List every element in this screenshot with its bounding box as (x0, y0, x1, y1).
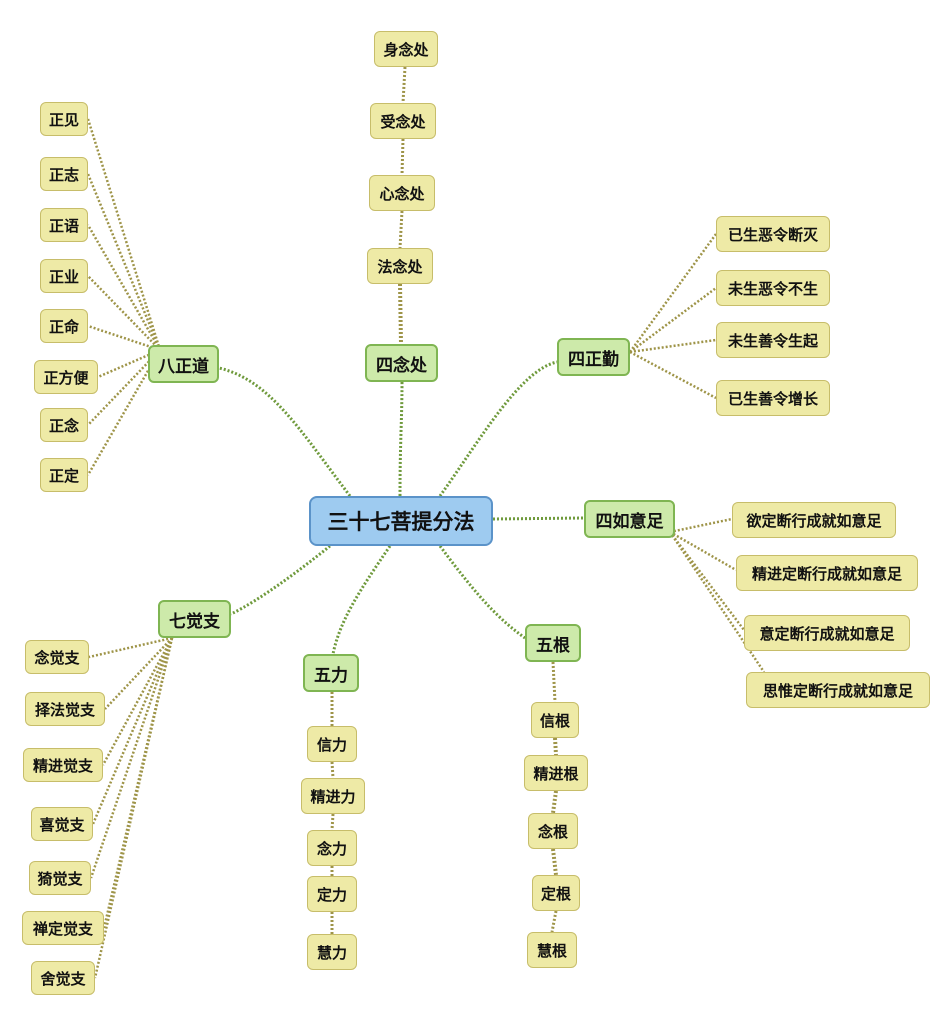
leaf-wugen-3[interactable]: 念根 (528, 813, 578, 849)
leaf-qijuezhi-3[interactable]: 精进觉支 (23, 748, 103, 782)
link-wugen-3 (551, 790, 558, 814)
leaf-siruyizu-3[interactable]: 意定断行成就如意足 (744, 615, 910, 651)
link-siruyizu-3 (669, 531, 745, 631)
leaf-wuli-4[interactable]: 定力 (307, 876, 357, 912)
leaf-bazhengdao-1[interactable]: 正见 (40, 102, 88, 136)
leaf-wuli-3[interactable]: 念力 (307, 830, 357, 866)
link-wuli-2 (330, 761, 335, 779)
link-bazhengdao-2 (86, 173, 162, 351)
leaf-bazhengdao-2[interactable]: 正志 (40, 157, 88, 191)
link-qijuezhi-4 (91, 637, 174, 825)
leaf-qijuezhi-4[interactable]: 喜觉支 (31, 807, 93, 841)
leaf-qijuezhi-7[interactable]: 舍觉支 (31, 961, 95, 995)
leaf-bazhengdao-7[interactable]: 正念 (40, 408, 88, 442)
link-wugen-4 (551, 848, 558, 876)
leaf-sizhengqin-2[interactable]: 未生恶令不生 (716, 270, 830, 306)
branch-qijuezhi[interactable]: 七觉支 (158, 600, 231, 638)
link-root-siruyizu (492, 516, 585, 521)
leaf-sizhengqin-4[interactable]: 已生善令增长 (716, 380, 830, 416)
link-siruyizu-4 (668, 531, 766, 673)
leaf-bazhengdao-4[interactable]: 正业 (40, 259, 88, 293)
link-siruyizu-1 (669, 517, 733, 534)
link-qijuezhi-1 (88, 636, 173, 659)
link-wugen-1 (551, 661, 557, 703)
branch-siruyizu[interactable]: 四如意足 (584, 500, 675, 538)
branch-wuli[interactable]: 五力 (303, 654, 359, 692)
link-sinianchu-3 (398, 210, 404, 249)
leaf-wuli-1[interactable]: 信力 (307, 726, 357, 762)
link-sinianchu-2 (400, 138, 405, 176)
link-siruyizu-2 (669, 530, 737, 572)
leaf-wugen-4[interactable]: 定根 (532, 875, 580, 911)
leaf-qijuezhi-2[interactable]: 择法觉支 (25, 692, 105, 726)
link-qijuezhi-5 (89, 637, 174, 879)
link-bazhengdao-4 (87, 275, 161, 351)
leaf-bazhengdao-5[interactable]: 正命 (40, 309, 88, 343)
leaf-qijuezhi-6[interactable]: 禅定觉支 (22, 911, 104, 945)
leaf-wugen-2[interactable]: 精进根 (524, 755, 588, 791)
link-root-wugen (438, 545, 526, 640)
link-sinianchu-1 (401, 66, 407, 104)
leaf-bazhengdao-3[interactable]: 正语 (40, 208, 88, 242)
link-sinianchu-4 (398, 283, 403, 345)
leaf-sinianchu-2[interactable]: 受念处 (370, 103, 436, 139)
link-bazhengdao-3 (86, 224, 162, 351)
leaf-sizhengqin-3[interactable]: 未生善令生起 (716, 322, 830, 358)
leaf-wugen-5[interactable]: 慧根 (527, 932, 577, 968)
root-node[interactable]: 三十七菩提分法 (309, 496, 493, 546)
leaf-bazhengdao-8[interactable]: 正定 (40, 458, 88, 492)
leaf-siruyizu-4[interactable]: 思惟定断行成就如意足 (746, 672, 930, 708)
link-root-wuli (331, 545, 392, 655)
leaf-wugen-1[interactable]: 信根 (531, 702, 579, 738)
link-root-bazhengdao (218, 366, 352, 497)
branch-sizhengqin[interactable]: 四正勤 (557, 338, 630, 376)
branch-bazhengdao[interactable]: 八正道 (148, 345, 219, 383)
link-root-sinianchu (398, 381, 404, 497)
leaf-sizhengqin-1[interactable]: 已生恶令断灭 (716, 216, 830, 252)
link-bazhengdao-1 (86, 118, 162, 351)
link-sizhengqin-1 (628, 233, 718, 353)
leaf-qijuezhi-1[interactable]: 念觉支 (25, 640, 89, 674)
link-qijuezhi-7 (93, 637, 174, 979)
leaf-sinianchu-4[interactable]: 法念处 (367, 248, 433, 284)
link-wugen-5 (550, 910, 558, 933)
leaf-wuli-2[interactable]: 精进力 (301, 778, 365, 814)
link-qijuezhi-3 (101, 637, 174, 766)
leaf-siruyizu-2[interactable]: 精进定断行成就如意足 (736, 555, 918, 591)
link-sizhengqin-3 (629, 338, 717, 354)
link-root-sizhengqin (438, 360, 558, 497)
leaf-bazhengdao-6[interactable]: 正方便 (34, 360, 98, 394)
link-sizhengqin-2 (629, 286, 717, 354)
leaf-sinianchu-3[interactable]: 心念处 (369, 175, 435, 211)
leaf-wuli-5[interactable]: 慧力 (307, 934, 357, 970)
leaf-qijuezhi-5[interactable]: 猗觉支 (29, 861, 91, 895)
link-wugen-2 (553, 737, 558, 756)
branch-wugen[interactable]: 五根 (525, 624, 581, 662)
leaf-sinianchu-1[interactable]: 身念处 (374, 31, 438, 67)
link-root-qijuezhi (230, 544, 331, 616)
branch-sinianchu[interactable]: 四念处 (365, 344, 438, 382)
link-sizhengqin-4 (629, 350, 717, 400)
link-wuli-3 (330, 813, 335, 831)
link-bazhengdao-5 (87, 324, 161, 352)
link-qijuezhi-2 (104, 637, 173, 710)
leaf-siruyizu-1[interactable]: 欲定断行成就如意足 (732, 502, 896, 538)
link-bazhengdao-6 (97, 348, 161, 379)
